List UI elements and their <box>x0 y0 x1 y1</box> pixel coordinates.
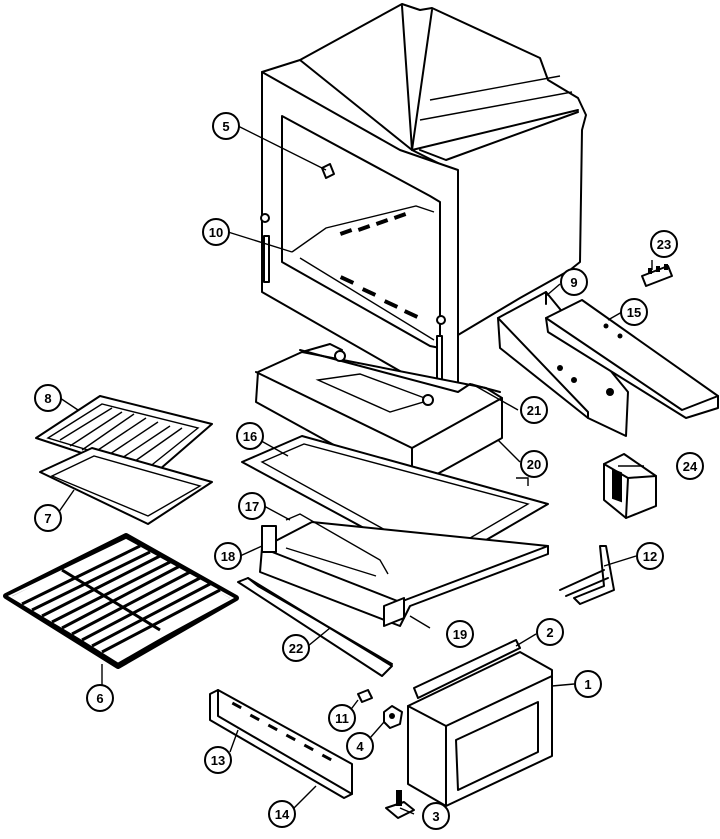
callout-16: 16 <box>236 422 264 450</box>
svg-text:20: 20 <box>527 457 541 472</box>
drawer-side-channel <box>497 291 629 437</box>
callout-13: 13 <box>204 746 232 774</box>
callout-11: 11 <box>328 704 356 732</box>
callout-12: 12 <box>636 542 664 570</box>
svg-text:3: 3 <box>432 809 439 824</box>
cavity-floor-vents <box>339 212 419 319</box>
svg-text:8: 8 <box>44 391 51 406</box>
svg-text:9: 9 <box>570 275 577 290</box>
svg-text:23: 23 <box>657 237 671 252</box>
svg-text:2: 2 <box>546 625 553 640</box>
callout-7: 7 <box>34 504 62 532</box>
callout-24: 24 <box>676 452 704 480</box>
svg-text:24: 24 <box>683 459 698 474</box>
callout-20: 20 <box>520 450 548 478</box>
svg-text:10: 10 <box>209 225 223 240</box>
callout-4: 4 <box>346 732 374 760</box>
callout-10: 10 <box>202 218 230 246</box>
storage-drawer <box>407 639 553 807</box>
callout-19: 19 <box>446 620 474 648</box>
svg-text:6: 6 <box>96 691 103 706</box>
svg-text:4: 4 <box>356 739 364 754</box>
callout-6: 6 <box>86 684 114 712</box>
bracket-24 <box>603 453 657 519</box>
callout-5: 5 <box>212 112 240 140</box>
oven-rack <box>3 533 239 669</box>
callout-14: 14 <box>268 800 296 828</box>
svg-text:11: 11 <box>335 711 349 726</box>
svg-text:18: 18 <box>221 549 235 564</box>
kickplate <box>209 689 353 799</box>
bracket-12 <box>559 545 615 605</box>
callout-2: 2 <box>536 618 564 646</box>
svg-text:17: 17 <box>245 499 259 514</box>
callout-22: 22 <box>282 634 310 662</box>
callouts: 1 2 3 4 5 6 7 8 9 10 11 12 13 14 15 16 1… <box>34 112 704 830</box>
callout-23: 23 <box>650 230 678 258</box>
svg-text:15: 15 <box>627 305 641 320</box>
svg-text:19: 19 <box>453 627 467 642</box>
callout-21: 21 <box>520 396 548 424</box>
callout-15: 15 <box>620 298 648 326</box>
callout-18: 18 <box>214 542 242 570</box>
svg-text:12: 12 <box>643 549 657 564</box>
broiler-grid <box>35 395 213 525</box>
svg-text:21: 21 <box>527 403 541 418</box>
small-parts <box>357 689 415 819</box>
broiler-drawer <box>259 513 549 627</box>
svg-text:5: 5 <box>222 119 229 134</box>
svg-text:14: 14 <box>275 807 290 822</box>
callout-17: 17 <box>238 492 266 520</box>
drawer-trim <box>237 577 393 677</box>
svg-text:13: 13 <box>211 753 225 768</box>
svg-text:22: 22 <box>289 641 303 656</box>
callout-3: 3 <box>422 802 450 830</box>
svg-text:1: 1 <box>584 677 591 692</box>
leader-lines <box>55 125 653 815</box>
callout-8: 8 <box>34 384 62 412</box>
callout-9: 9 <box>560 268 588 296</box>
drawer-rail <box>545 299 719 419</box>
callout-1: 1 <box>574 670 602 698</box>
svg-text:16: 16 <box>243 429 257 444</box>
svg-text:7: 7 <box>44 511 51 526</box>
terminal-block <box>641 264 673 287</box>
